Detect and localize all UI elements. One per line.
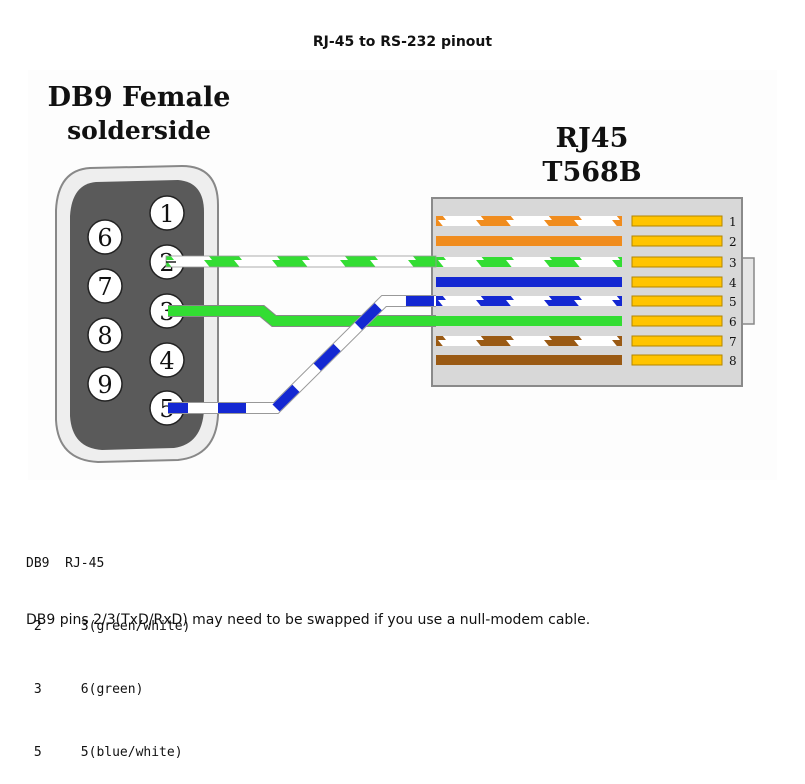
db9-pin-9: 9: [87, 366, 123, 402]
rj45-contact-1: [631, 215, 723, 227]
rj45-contact-3: [631, 256, 723, 268]
rj45-contact-2: [631, 235, 723, 247]
pin-mapping-table: DB9 RJ-45 2 3(green/white) 3 6(green) 5 …: [26, 511, 190, 784]
rj45-contact-7: [631, 335, 723, 347]
rj45-wire-5-blue-white: [436, 296, 622, 306]
db9-pin-3: 3: [149, 293, 185, 329]
db9-pin-5: 5: [149, 390, 185, 426]
db9-pin-6: 6: [87, 219, 123, 255]
pin-table-row: 2 3(green/white): [26, 619, 191, 634]
pin-table-row: 3 6(green): [26, 682, 144, 697]
db9-pin-label: 7: [97, 273, 112, 301]
db9-title: DB9 Female: [48, 82, 231, 113]
db9-pin-label: 9: [97, 371, 112, 399]
rj45-contact-8: [631, 354, 723, 366]
db9-pin-4: 4: [149, 342, 185, 378]
db9-pin-8: 8: [87, 317, 123, 353]
rj45-subtitle: T568B: [542, 157, 641, 188]
db9-subtitle: solderside: [67, 116, 211, 145]
db9-pin-1: 1: [149, 195, 185, 231]
rj45-pin-label: 7: [729, 335, 737, 349]
rj45-pin-label: 3: [729, 256, 737, 270]
rj45-contact-6: [631, 315, 723, 327]
rj45-wire-2-orange: [436, 236, 622, 246]
connection-wires: [165, 255, 437, 414]
rj45-contact-5: [631, 295, 723, 307]
rj45-pin-label: 5: [729, 295, 737, 309]
wire-db9-5-to-rj45-5: [168, 295, 436, 414]
db9-pin-label: 4: [159, 347, 174, 375]
rj45-wire-3-green-white: [436, 257, 622, 267]
rj45-pin-label: 2: [729, 235, 737, 249]
db9-pin-label: 6: [97, 224, 112, 252]
null-modem-note: DB9 pins 2/3(TxD/RxD) may need to be swa…: [26, 612, 591, 628]
rj45-pin-label: 4: [729, 276, 737, 290]
pin-table-header: DB9 RJ-45: [26, 556, 105, 571]
db9-pin-7: 7: [87, 268, 123, 304]
wire-db9-2-to-rj45-3: [165, 255, 437, 268]
rj45-wire-1-orange-white: [436, 216, 622, 226]
rj45-contact-4: [631, 276, 723, 288]
db9-pin-label: 1: [159, 200, 174, 228]
db9-pin-label: 8: [97, 322, 112, 350]
rj45-wire-4-blue: [436, 277, 622, 287]
wire-db9-3-to-rj45-6: [168, 305, 436, 327]
rj45-wire-7-brown-white: [436, 336, 622, 346]
rj45-title: RJ45: [556, 123, 629, 154]
page-title: RJ-45 to RS-232 pinout: [312, 34, 493, 50]
rj45-pin-label: 8: [729, 354, 737, 368]
pin-table-row: 5 5(blue/white): [26, 745, 183, 760]
rj45-pin-label: 1: [729, 215, 737, 229]
rj45-connector: 1 2 3 4 5 6 7 8: [431, 197, 755, 387]
rj45-pin-label: 6: [729, 315, 737, 329]
pinout-diagram: DB9 Female solderside RJ45 T568B 1 2 3 4…: [47, 82, 755, 464]
rj45-wire-8-brown: [436, 355, 622, 365]
rj45-wire-6-green: [436, 316, 622, 326]
